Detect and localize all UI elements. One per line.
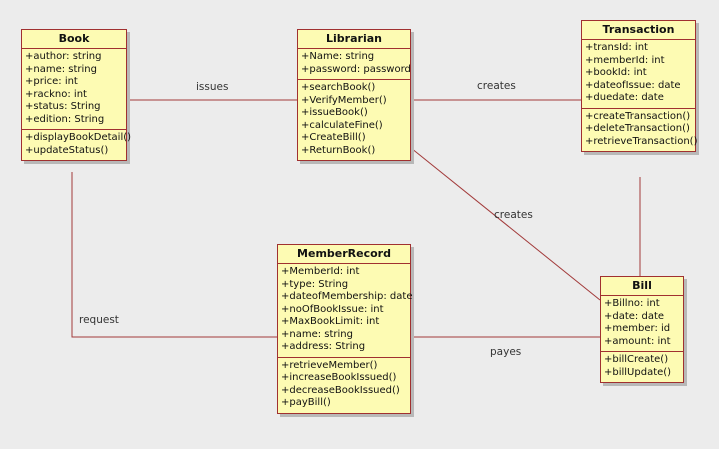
member-record-attributes: +MemberId: int +type: String +dateofMemb…	[278, 264, 413, 357]
member-record-operation: +increaseBookIssued()	[281, 372, 397, 383]
creates-bill-link	[410, 147, 601, 301]
book-operation: +updateStatus()	[25, 144, 109, 156]
transaction-operation: +deleteTransaction()	[585, 123, 690, 134]
book-attribute: +author: string	[25, 51, 102, 62]
book-attribute: +status: String	[25, 101, 101, 112]
bill-attributes: +Billno: int +date: date +member: id +am…	[601, 296, 683, 351]
transaction-attributes: +transId: int +memberId: int +bookId: in…	[582, 40, 695, 108]
librarian-attributes: +Name: string +password: password	[298, 49, 411, 79]
issues-label: issues	[196, 81, 229, 93]
transaction-class-name: Transaction	[582, 21, 695, 40]
payes-label: payes	[490, 346, 522, 358]
request-label: request	[79, 314, 119, 326]
bill-attribute: +amount: int	[604, 335, 671, 347]
librarian-operation: +VerifyMember()	[301, 94, 387, 106]
member-record-class-name: MemberRecord	[278, 245, 410, 264]
librarian-operation: +ReturnBook()	[301, 144, 376, 156]
book-attribute: +rackno: int	[25, 88, 87, 100]
member-record-attribute: +MaxBookLimit: int	[281, 316, 380, 327]
transaction-class[interactable]: Transaction +transId: int +memberId: int…	[581, 20, 698, 152]
book-class-name: Book	[22, 30, 126, 49]
bill-class[interactable]: Bill +Billno: int +date: date +member: i…	[600, 276, 684, 383]
bill-operations: +billCreate() +billUpdate()	[601, 351, 683, 382]
librarian-attribute: +password: password	[301, 63, 411, 75]
transaction-operation: +retrieveTransaction()	[585, 135, 698, 147]
member-record-operation: +retrieveMember()	[281, 359, 378, 371]
librarian-operation: +calculateFine()	[301, 119, 383, 131]
member-record-attribute: +MemberId: int	[281, 266, 360, 277]
creates-transaction-label: creates	[477, 80, 516, 92]
book-attribute: +edition: String	[25, 113, 105, 125]
librarian-class-name: Librarian	[298, 30, 410, 49]
member-record-operation: +payBill()	[281, 397, 331, 408]
member-record-attribute: +type: String	[281, 278, 349, 290]
member-record-attribute: +name: string	[281, 328, 353, 340]
book-attribute: +price: int	[25, 76, 78, 87]
book-attributes: +author: string +name: string +price: in…	[22, 49, 126, 129]
member-record-attribute: +dateofMembership: date	[281, 291, 413, 302]
bill-attribute: +member: id	[604, 323, 671, 334]
transaction-attribute: +memberId: int	[585, 54, 665, 66]
librarian-operations: +searchBook() +VerifyMember() +issueBook…	[298, 79, 410, 160]
bill-operation: +billUpdate()	[604, 366, 672, 378]
librarian-operation: +CreateBill()	[301, 132, 366, 143]
transaction-attribute: +transId: int	[585, 42, 648, 53]
bill-attribute: +Billno: int	[604, 298, 660, 309]
member-record-operations: +retrieveMember() +increaseBookIssued() …	[278, 356, 410, 413]
librarian-attribute: +Name: string	[301, 51, 375, 62]
transaction-operation: +createTransaction()	[585, 110, 691, 122]
transaction-attribute: +dateofIssue: date	[585, 79, 681, 91]
book-attribute: +name: string	[25, 63, 97, 75]
bill-attribute: +date: date	[604, 310, 665, 322]
member-record-class[interactable]: MemberRecord +MemberId: int +type: Strin…	[277, 244, 413, 414]
bill-class-name: Bill	[601, 277, 683, 296]
transaction-attribute: +duedate: date	[585, 92, 664, 103]
book-class[interactable]: Book +author: string +name: string +pric…	[21, 29, 132, 161]
book-operations: +displayBookDetail() +updateStatus()	[22, 129, 132, 160]
book-operation: +displayBookDetail()	[25, 132, 132, 143]
librarian-operation: +searchBook()	[301, 82, 376, 93]
transaction-operations: +createTransaction() +deleteTransaction(…	[582, 107, 698, 152]
member-record-attribute: +address: String	[281, 341, 366, 352]
creates-bill-label: creates	[494, 209, 533, 221]
librarian-operation: +issueBook()	[301, 107, 368, 118]
transaction-attribute: +bookId: int	[585, 67, 647, 78]
request-link	[71, 172, 277, 338]
member-record-attribute: +noOfBookIssue: int	[281, 303, 384, 315]
librarian-class[interactable]: Librarian +Name: string +password: passw…	[297, 29, 411, 161]
bill-operation: +billCreate()	[604, 354, 669, 365]
member-record-operation: +decreaseBookIssued()	[281, 384, 400, 396]
